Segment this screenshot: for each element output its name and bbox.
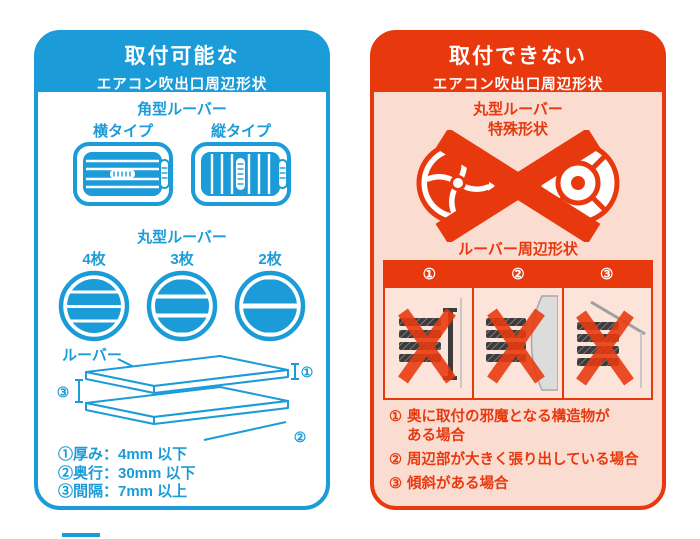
square-louver-icons [38, 142, 326, 206]
special-heading-line2: 特殊形状 [487, 121, 548, 138]
count-4-label: 4枚 [82, 251, 106, 268]
marker-1: ① [301, 364, 314, 380]
lower-slat [85, 386, 289, 425]
surround-shape-table: ① ② ③ [383, 260, 653, 400]
count-2-label: 2枚 [258, 251, 282, 268]
prohibited-cross-icon [435, 130, 601, 242]
vertical-type-label: 縦タイプ [210, 123, 271, 140]
round-louver-4-icon [58, 270, 130, 342]
attachable-title: 取付可能な [124, 45, 240, 68]
crop-artifact-line [62, 533, 100, 537]
round-louver-3-icon [146, 270, 218, 342]
louver-label: ルーバー [62, 347, 122, 364]
case-1-figure [385, 288, 475, 398]
surround-shape-table-header: ① ② ③ [385, 262, 651, 288]
obstruction-behind-icon [397, 298, 462, 388]
case-3-number: ③ [599, 266, 614, 283]
round-louver-icons [38, 270, 326, 342]
not-attachable-header: 取付できない エアコン吹出口周辺形状 [374, 34, 662, 93]
panel-not-attachable: 取付できない エアコン吹出口周辺形状 丸型ルーバー 特殊形状 [370, 30, 666, 510]
case-2-text: ② 周辺部が大きく張り出している場合 [389, 452, 639, 468]
marker-2: ② [294, 429, 307, 445]
panel-attachable: 取付可能な エアコン吹出口周辺形状 角型ルーバー 横タイプ 縦タイプ [34, 30, 330, 510]
spec-thickness: ①厚み：4mm 以下 [58, 446, 188, 463]
louver-3d-diagram: ① ③ ② [57, 355, 314, 445]
inclined-surface-icon [576, 300, 647, 388]
count-3-label: 3枚 [170, 251, 194, 268]
round-louver-2-icon [234, 270, 306, 342]
square-type-labels: 横タイプ 縦タイプ [38, 120, 326, 141]
case-2-number: ② [511, 266, 525, 283]
gap-bracket [75, 379, 83, 403]
protruding-rim-icon [485, 295, 558, 391]
special-heading-line1: 丸型ルーバー [473, 101, 563, 118]
surround-shape-heading: ルーバー周辺形状 [458, 241, 578, 258]
spec-depth: ②奥行：30mm 以下 [58, 464, 196, 482]
case-2-figure [474, 288, 564, 398]
horizontal-louver-icon [73, 142, 173, 206]
case-1-text: ① 奥に取付の邪魔となる構造物が ある場合 [389, 409, 610, 444]
not-attachable-title: 取付できない [449, 45, 587, 68]
upper-slat [85, 355, 289, 394]
attachable-subtitle: エアコン吹出口周辺形状 [96, 77, 268, 93]
marker-3: ③ [57, 384, 70, 400]
square-louver-heading: 角型ルーバー [137, 101, 227, 118]
round-louver-heading: 丸型ルーバー [137, 229, 227, 246]
case-1-text-number: ① [389, 409, 402, 425]
case-2-text-number: ② [389, 452, 402, 468]
round-count-labels: 4枚 3枚 2枚 [38, 248, 326, 269]
case-3-text: ③ 傾斜がある場合 [389, 476, 509, 492]
case-1-number: ① [422, 266, 437, 283]
surround-shape-table-body [385, 288, 651, 398]
horizontal-type-label: 横タイプ [92, 123, 153, 140]
attachable-header: 取付可能な エアコン吹出口周辺形状 [38, 34, 326, 93]
not-attachable-subtitle: エアコン吹出口周辺形状 [432, 77, 604, 93]
spec-gap: ③間隔：7mm 以上 [58, 483, 188, 500]
vertical-louver-icon [191, 142, 291, 206]
case-3-text-number: ③ [389, 476, 402, 492]
thickness-bracket [291, 363, 299, 380]
attachable-specs: ①厚み：4mm 以下 ②奥行：30mm 以下 ③間隔：7mm 以上 [58, 446, 196, 502]
not-attachable-cases: ① 奥に取付の邪魔となる構造物が ある場合 ② 周辺部が大きく張り出している場合… [389, 408, 649, 499]
case-3-figure [563, 288, 651, 398]
depth-dimension-line [203, 421, 287, 441]
